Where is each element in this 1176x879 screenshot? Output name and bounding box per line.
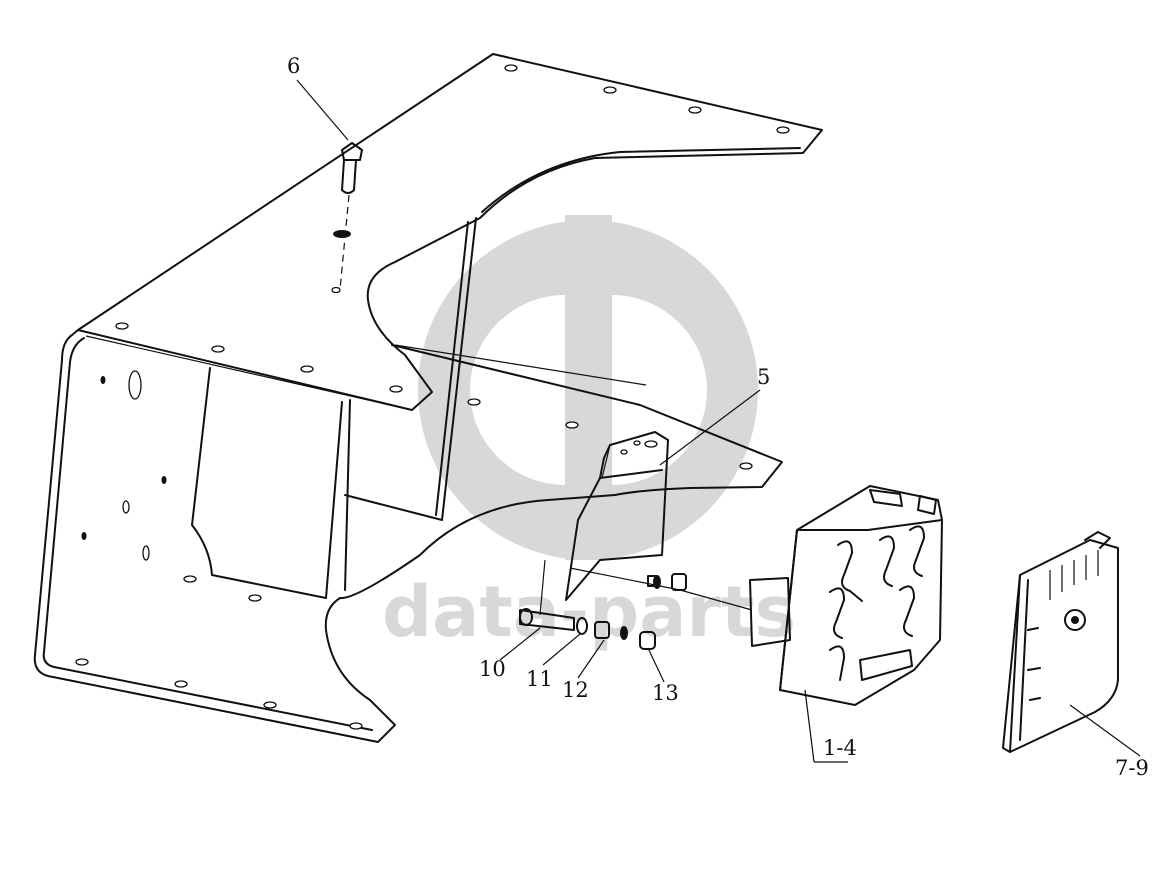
- part-5-bracket: [565, 431, 669, 601]
- callout-6: 6: [287, 54, 300, 78]
- leader-10: [499, 627, 541, 661]
- leader-12: [577, 639, 605, 679]
- part-13-cap: [639, 631, 656, 650]
- part-10-screw-head: [519, 608, 533, 626]
- callout-12: 12: [562, 678, 589, 702]
- part-6-bolt: [333, 142, 363, 291]
- leader-1-4: [804, 689, 815, 763]
- leader-5: [659, 389, 761, 466]
- leader-7-9: [1069, 704, 1141, 757]
- callout-11: 11: [526, 667, 553, 691]
- callout-5: 5: [757, 365, 770, 389]
- fasteners: [519, 559, 753, 650]
- part-7-9-cover: [1002, 531, 1119, 753]
- leader-6: [296, 79, 349, 141]
- callout-10: 10: [479, 657, 506, 681]
- callout-13: 13: [652, 681, 679, 705]
- dp-monogram-icon: [418, 215, 758, 560]
- callout-1-4: 1-4: [823, 736, 857, 760]
- watermark-text: data-parts: [382, 571, 796, 653]
- part-1-4-housing: [749, 485, 943, 706]
- leader-lines: [296, 79, 1141, 763]
- part-12-nut: [594, 621, 610, 639]
- leader-11: [542, 633, 581, 666]
- leader-13: [647, 647, 665, 683]
- callout-labels: 6 5 10 11 12 13 1-4 7-9: [287, 54, 1149, 780]
- callout-7-9: 7-9: [1115, 756, 1149, 780]
- frame-side-plate: [33, 53, 823, 743]
- part-11-washer: [576, 617, 588, 635]
